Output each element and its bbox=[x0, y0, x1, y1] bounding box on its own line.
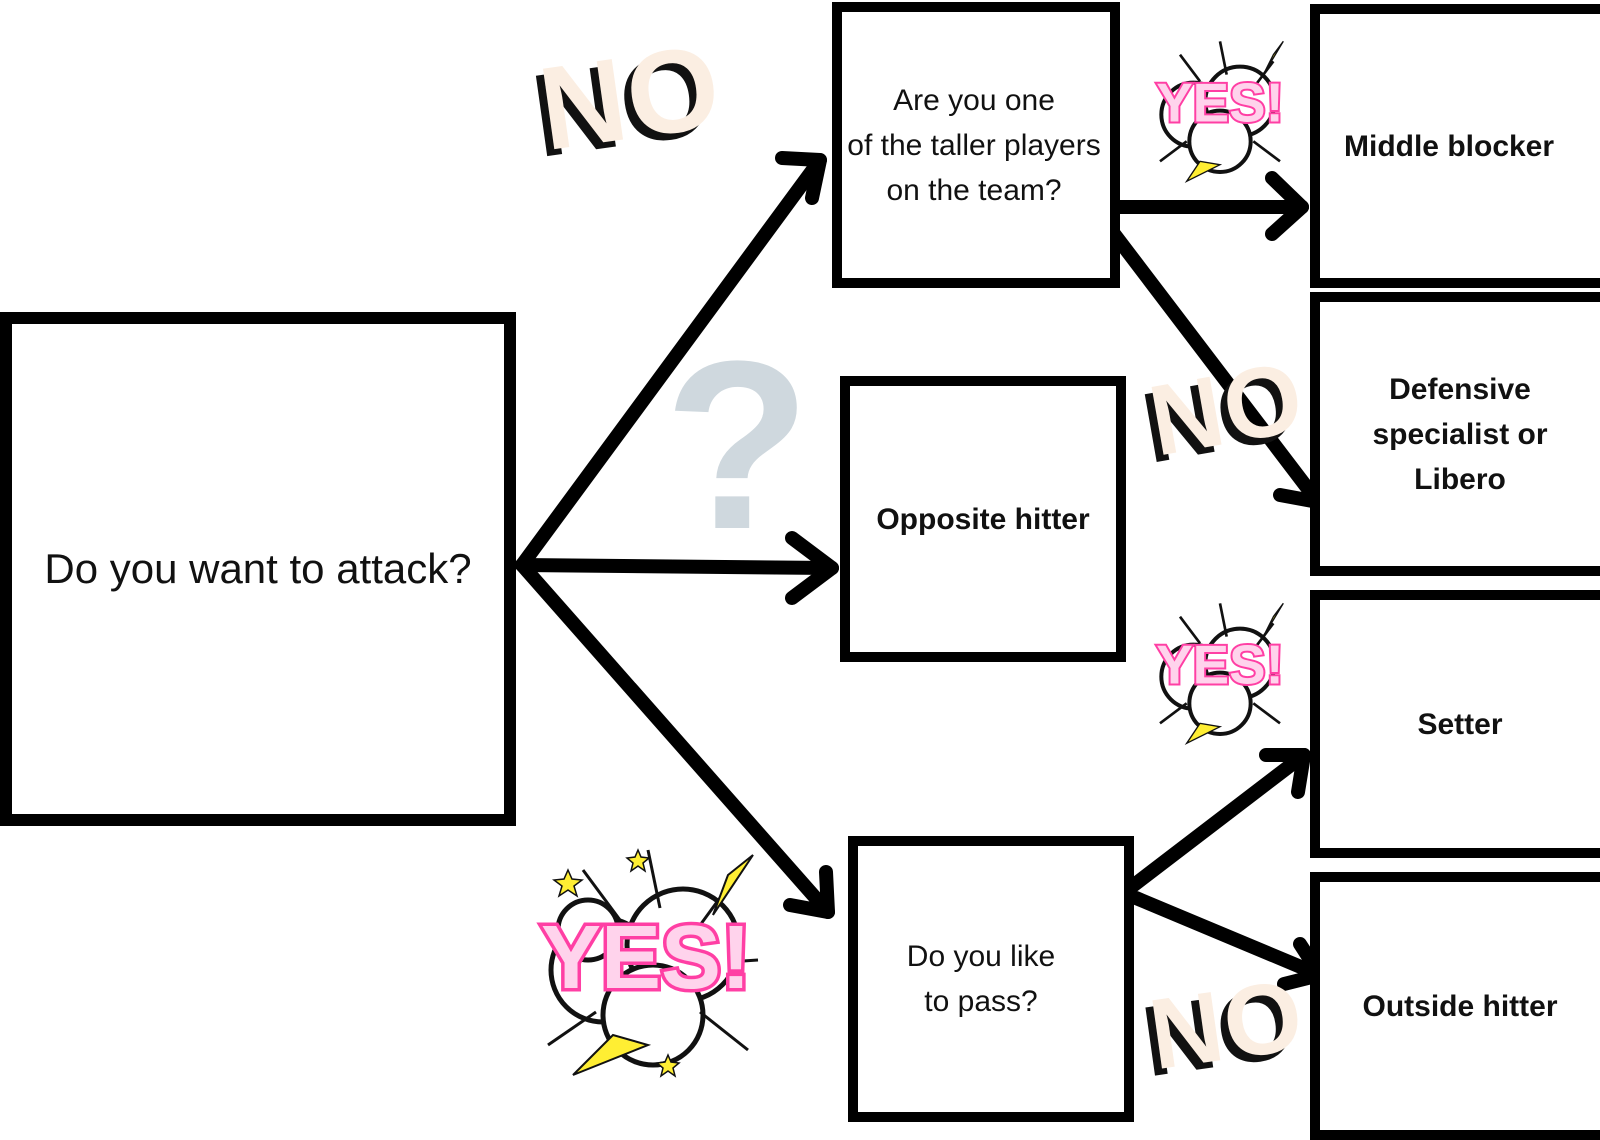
yes-sticker-bottom-text: YES! bbox=[541, 908, 751, 1008]
no-sticker-bottom: NO bbox=[1143, 958, 1312, 1093]
outside-hitter-box: Outside hitter bbox=[1310, 872, 1600, 1140]
yes-sticker-top: YES! bbox=[1140, 28, 1300, 188]
comic-burst-icon: YES! bbox=[1140, 28, 1300, 188]
pass-question-text: Do you like to pass? bbox=[907, 934, 1055, 1024]
tall-question-box: Are you one of the taller players on the… bbox=[832, 2, 1120, 288]
tall-question-text: Are you one of the taller players on the… bbox=[838, 78, 1110, 213]
opposite-hitter-label: Opposite hitter bbox=[876, 497, 1089, 542]
comic-burst-icon: YES! bbox=[528, 840, 768, 1080]
opposite-hitter-box: Opposite hitter bbox=[840, 376, 1126, 662]
arrow-pass-to-setter bbox=[1130, 755, 1304, 888]
defensive-libero-box: Defensive specialist or Libero bbox=[1310, 292, 1600, 576]
yes-sticker-middle: YES! bbox=[1140, 590, 1300, 750]
outside-hitter-label: Outside hitter bbox=[1362, 984, 1557, 1029]
pass-question-box: Do you like to pass? bbox=[848, 836, 1134, 1122]
comic-burst-icon: YES! bbox=[1140, 590, 1300, 750]
start-question-text: Do you want to attack? bbox=[44, 543, 471, 596]
yes-sticker-bottom: YES! bbox=[528, 840, 768, 1080]
middle-blocker-box: Middle blocker bbox=[1310, 4, 1600, 288]
setter-box: Setter bbox=[1310, 590, 1600, 858]
yes-sticker-top-text: YES! bbox=[1156, 72, 1284, 133]
no-sticker-top: NO bbox=[531, 18, 729, 178]
setter-label: Setter bbox=[1417, 702, 1502, 747]
question-mark-icon: ? bbox=[664, 330, 804, 560]
middle-blocker-label: Middle blocker bbox=[1344, 124, 1554, 169]
defensive-libero-label: Defensive specialist or Libero bbox=[1372, 367, 1547, 502]
yes-sticker-middle-text: YES! bbox=[1156, 634, 1284, 695]
start-question-box: Do you want to attack? bbox=[0, 312, 516, 826]
